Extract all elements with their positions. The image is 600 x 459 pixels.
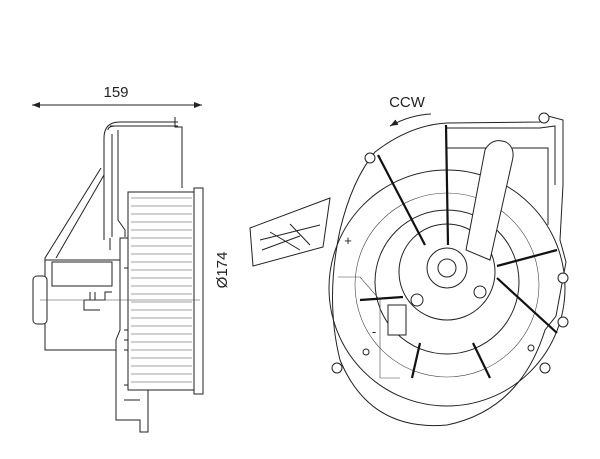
negative-terminal-label: - <box>372 324 376 339</box>
motor-clamp <box>51 261 113 287</box>
motor-screw-left <box>410 293 424 307</box>
positive-terminal-label: + <box>344 233 352 248</box>
motor-screw-right <box>473 285 487 299</box>
side-housing-strut <box>44 167 111 262</box>
fan-wheel <box>127 191 195 391</box>
electrical-connector <box>387 304 407 336</box>
side-view: 159 Ø174 <box>32 84 231 433</box>
housing-spokes <box>359 124 558 379</box>
front-view: CCW <box>249 94 569 427</box>
fan-wheel-blades <box>131 197 192 383</box>
rotation-direction-label: CCW <box>389 94 426 111</box>
diameter-dimension-label: Ø174 <box>214 252 231 289</box>
width-dimension-label: 159 <box>103 84 128 101</box>
side-housing-top <box>103 117 183 240</box>
outlet-duct <box>465 140 514 261</box>
mounting-holes <box>331 112 569 374</box>
rotation-direction-arrow <box>389 113 432 127</box>
motor-hub <box>426 247 468 289</box>
